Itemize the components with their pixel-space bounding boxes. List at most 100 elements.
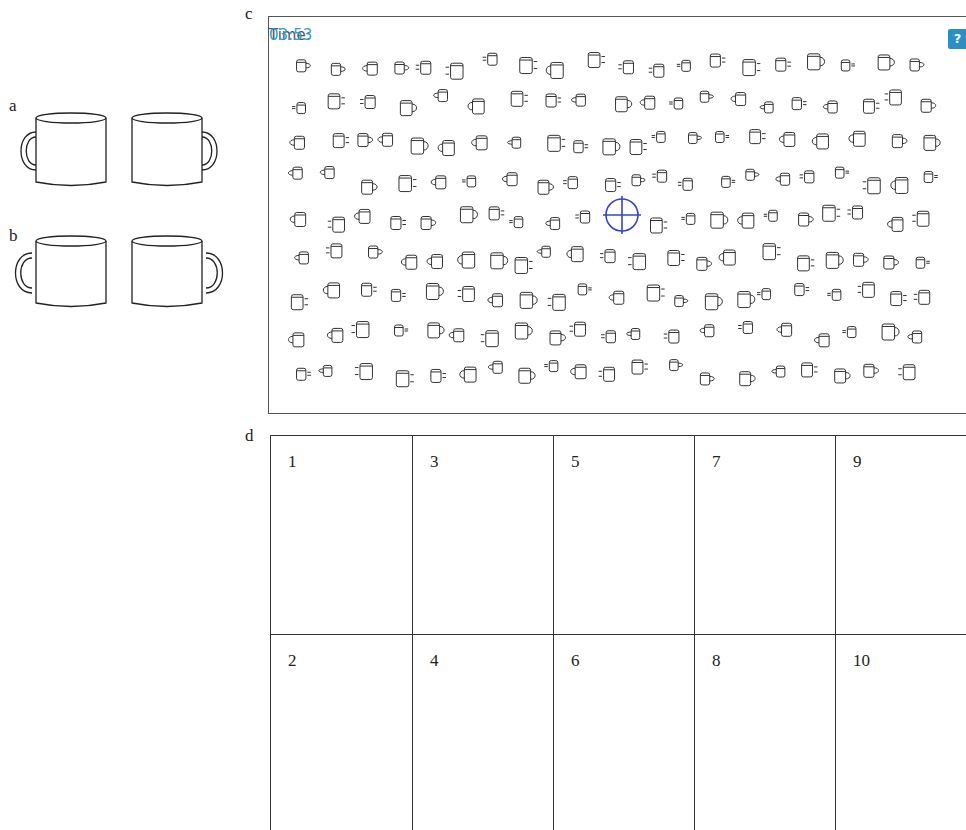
mug-handle-broken — [206, 258, 217, 288]
cell-number: 2 — [288, 651, 297, 671]
small-mug-handle-broken — [534, 61, 538, 62]
small-mug — [736, 93, 746, 106]
small-mug-handle-broken — [628, 264, 632, 265]
small-mug-handle — [546, 66, 551, 75]
small-mug-rim — [808, 56, 820, 57]
small-mug-rim — [467, 178, 476, 179]
small-mug-rim — [828, 103, 837, 104]
small-mug — [297, 103, 306, 114]
small-mug — [868, 178, 880, 194]
small-mug — [700, 91, 709, 102]
small-mug-handle — [373, 184, 378, 191]
small-mug-handle-broken — [681, 219, 685, 220]
small-mug — [575, 322, 586, 336]
small-mug-handle-broken — [481, 341, 485, 342]
small-mug-rim — [668, 252, 680, 253]
small-mug-handle-broken — [599, 371, 603, 372]
small-mug-rim — [356, 324, 368, 325]
mug-figure — [16, 236, 107, 307]
small-mug — [443, 141, 455, 156]
small-mug-handle-broken — [681, 260, 685, 261]
small-mug-handle — [290, 216, 295, 223]
small-mug-handle — [533, 296, 538, 305]
small-mug-rim — [463, 288, 475, 289]
small-mug-handle-broken — [842, 332, 846, 333]
small-mug — [432, 255, 443, 269]
small-mug — [633, 254, 645, 270]
small-mug-rim — [462, 254, 474, 255]
small-mug-rim — [571, 249, 583, 250]
small-mug-handle-broken — [575, 218, 579, 219]
small-mug-rim — [823, 207, 835, 208]
small-mug — [365, 96, 375, 109]
small-mug — [864, 364, 874, 377]
small-mug-rim — [743, 324, 752, 325]
small-mug-handle — [609, 295, 614, 301]
small-mug-handle — [908, 334, 913, 339]
small-mug-rim — [795, 286, 804, 287]
small-mug-handle — [890, 58, 895, 66]
small-mug-handle — [549, 184, 554, 191]
small-mug — [406, 255, 417, 269]
small-mug-handle-broken — [837, 216, 841, 217]
small-mug-handle — [718, 297, 723, 306]
small-mug-handle-broken — [548, 298, 552, 299]
cell-number: 10 — [853, 651, 870, 671]
small-mug-rim — [294, 138, 304, 139]
small-mug-handle-broken — [305, 304, 309, 305]
small-mug — [451, 63, 463, 79]
small-mug-handle — [874, 368, 879, 374]
small-mug-handle — [472, 139, 477, 146]
small-mug-handle-broken — [661, 296, 665, 297]
small-mug-handle-broken — [811, 259, 815, 260]
small-mug-rim — [550, 333, 561, 334]
mug-rim — [36, 236, 106, 246]
small-mug-rim — [493, 363, 502, 364]
small-mug-rim — [369, 248, 378, 249]
small-mug-handle-broken — [885, 99, 889, 100]
small-mug-handle — [931, 103, 936, 109]
small-mug-rim — [835, 371, 846, 372]
small-mug-rim — [688, 135, 697, 136]
small-mug — [332, 328, 343, 342]
small-mug-handle-broken — [669, 104, 673, 105]
small-mug-handle-broken — [732, 180, 736, 181]
small-mug — [623, 61, 633, 74]
small-mug-handle — [468, 102, 473, 110]
small-mug-handle — [320, 170, 325, 175]
search-items — [288, 53, 940, 387]
small-mug-rim — [705, 327, 714, 328]
small-mug-handle — [537, 250, 542, 254]
small-mug-handle-broken — [443, 377, 447, 378]
small-mug-handle-broken — [643, 149, 647, 150]
small-mug — [647, 285, 659, 301]
small-mug-handle — [401, 259, 406, 266]
small-mug-handle-broken — [652, 137, 656, 138]
small-mug-handle — [341, 67, 346, 72]
small-mug-handle-broken — [827, 295, 831, 296]
small-mug-rim — [631, 331, 640, 332]
small-mug-rim — [514, 219, 523, 220]
small-mug-handle-broken — [777, 254, 781, 255]
crosshair-cursor — [603, 196, 641, 234]
small-mug-handle-broken — [898, 368, 902, 369]
small-mug-handle-broken — [803, 101, 807, 102]
small-mug-rim — [722, 178, 731, 179]
grid-cell: 3 — [412, 435, 554, 635]
small-mug — [799, 213, 809, 226]
small-mug-handle — [615, 142, 620, 151]
small-mug — [391, 216, 401, 229]
small-mug — [682, 60, 691, 71]
small-mug-rim — [769, 212, 778, 213]
mug-handle-broken — [21, 258, 32, 288]
small-mug-handle — [412, 104, 417, 112]
small-mug — [740, 372, 751, 386]
panel-letter: b — [9, 226, 18, 246]
small-mug — [369, 246, 378, 258]
small-mug-handle-broken — [575, 215, 579, 216]
small-mug-handle — [460, 371, 465, 379]
small-mug-handle-broken — [351, 325, 355, 326]
small-mug-handle-broken — [483, 60, 487, 61]
small-mug-handle-broken — [664, 227, 668, 228]
small-mug — [426, 284, 438, 300]
